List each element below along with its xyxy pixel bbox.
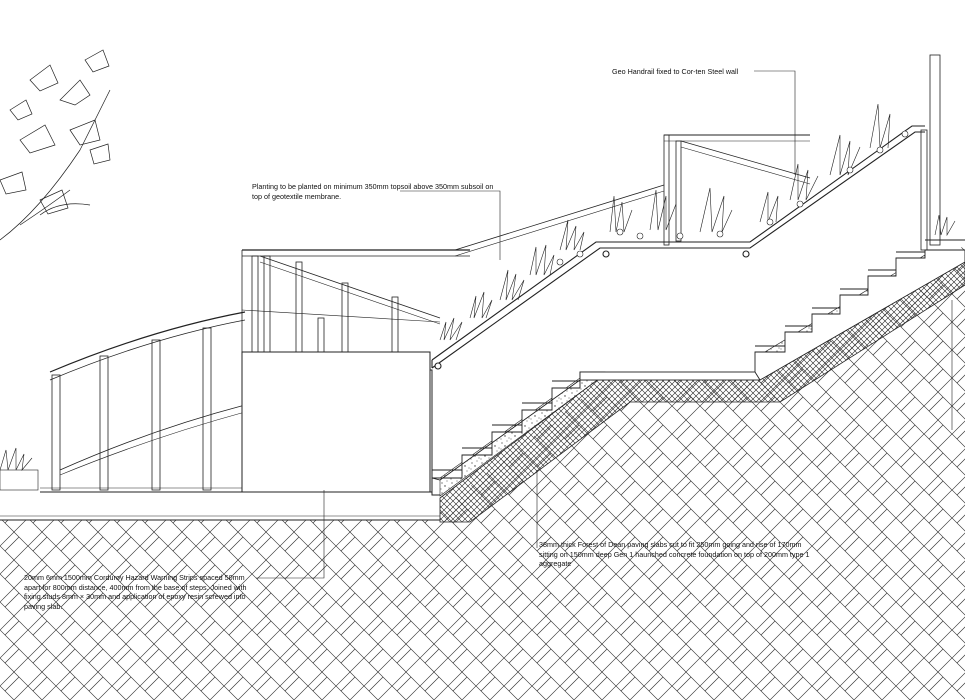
paving-annotation: 38mm thick Forest of Dean paving slabs c… — [539, 540, 810, 569]
upper-balustrade — [241, 249, 470, 353]
lower-ramp — [40, 311, 246, 493]
tree-canopy — [0, 49, 111, 241]
ground-hatch — [0, 245, 965, 700]
handrail-annotation: Geo Handrail fixed to Cor-ten Steel wall — [612, 67, 739, 76]
upper-railing — [454, 54, 965, 430]
upper-steps — [754, 249, 965, 381]
corten-wall — [431, 125, 925, 370]
landing — [579, 371, 761, 381]
planting-annotation: Planting to be planted on minimum 350mm … — [252, 182, 494, 201]
hazard-strips-annotation: 20mm 6mm 1500mm Corduroy Hazard Warning … — [24, 573, 247, 611]
retaining-wall — [241, 351, 440, 496]
planting — [0, 103, 956, 491]
leader-lines — [256, 70, 796, 579]
